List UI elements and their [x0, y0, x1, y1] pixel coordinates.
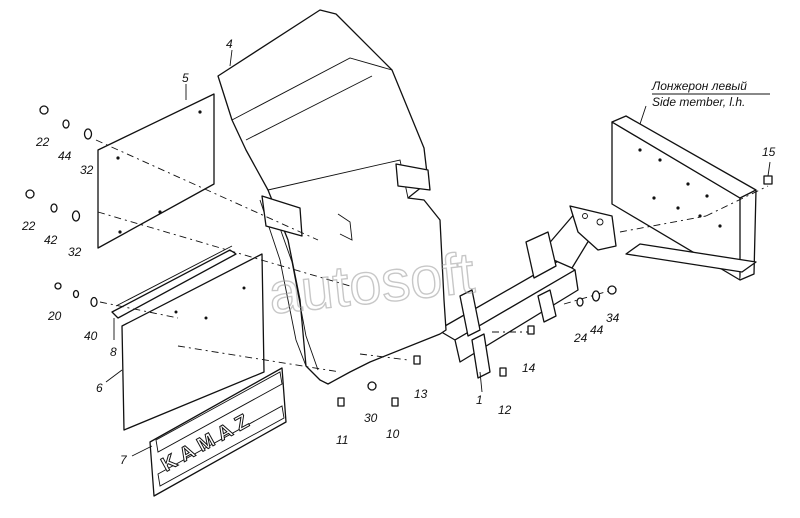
callout-13: 13	[414, 387, 428, 401]
callout-44-left: 44	[58, 149, 72, 163]
callout-20: 20	[47, 309, 62, 323]
callout-44-right: 44	[590, 323, 604, 337]
callout-34: 34	[606, 311, 620, 325]
bar-8	[111, 245, 237, 319]
bracket-1	[437, 205, 617, 379]
callout-5: 5	[182, 71, 189, 85]
callout-22-top: 22	[35, 135, 50, 149]
callout-10: 10	[386, 427, 400, 441]
callout-6: 6	[96, 381, 103, 395]
hardware	[25, 105, 773, 407]
plate-5	[97, 93, 215, 249]
callout-32-top: 32	[80, 163, 94, 177]
callout-14: 14	[522, 361, 536, 375]
mud-flap-6	[121, 253, 265, 431]
callout-numbers: 5 4 22 44 32 22 42 32 20 40 8 6 7 11 30 …	[21, 37, 776, 467]
assembly-lines	[95, 139, 769, 373]
callout-7: 7	[120, 453, 128, 467]
side-member-label-en: Side member, l.h.	[652, 95, 745, 109]
callout-11: 11	[336, 433, 348, 447]
callout-15: 15	[762, 145, 776, 159]
side-member	[611, 115, 757, 281]
callout-40: 40	[84, 329, 98, 343]
callout-22-bottom: 22	[21, 219, 36, 233]
callout-32-bottom: 32	[68, 245, 82, 259]
leader-lines	[105, 49, 771, 457]
callout-42: 42	[44, 233, 58, 247]
side-member-label: Лонжерон левый Side member, l.h.	[651, 79, 770, 109]
callout-1: 1	[476, 393, 483, 407]
side-member-label-ru: Лонжерон левый	[651, 79, 747, 93]
callout-30: 30	[364, 411, 378, 425]
callout-12: 12	[498, 403, 512, 417]
mudguard-4	[217, 9, 447, 385]
callout-8: 8	[110, 345, 117, 359]
callout-24: 24	[573, 331, 588, 345]
callout-4: 4	[226, 37, 233, 51]
